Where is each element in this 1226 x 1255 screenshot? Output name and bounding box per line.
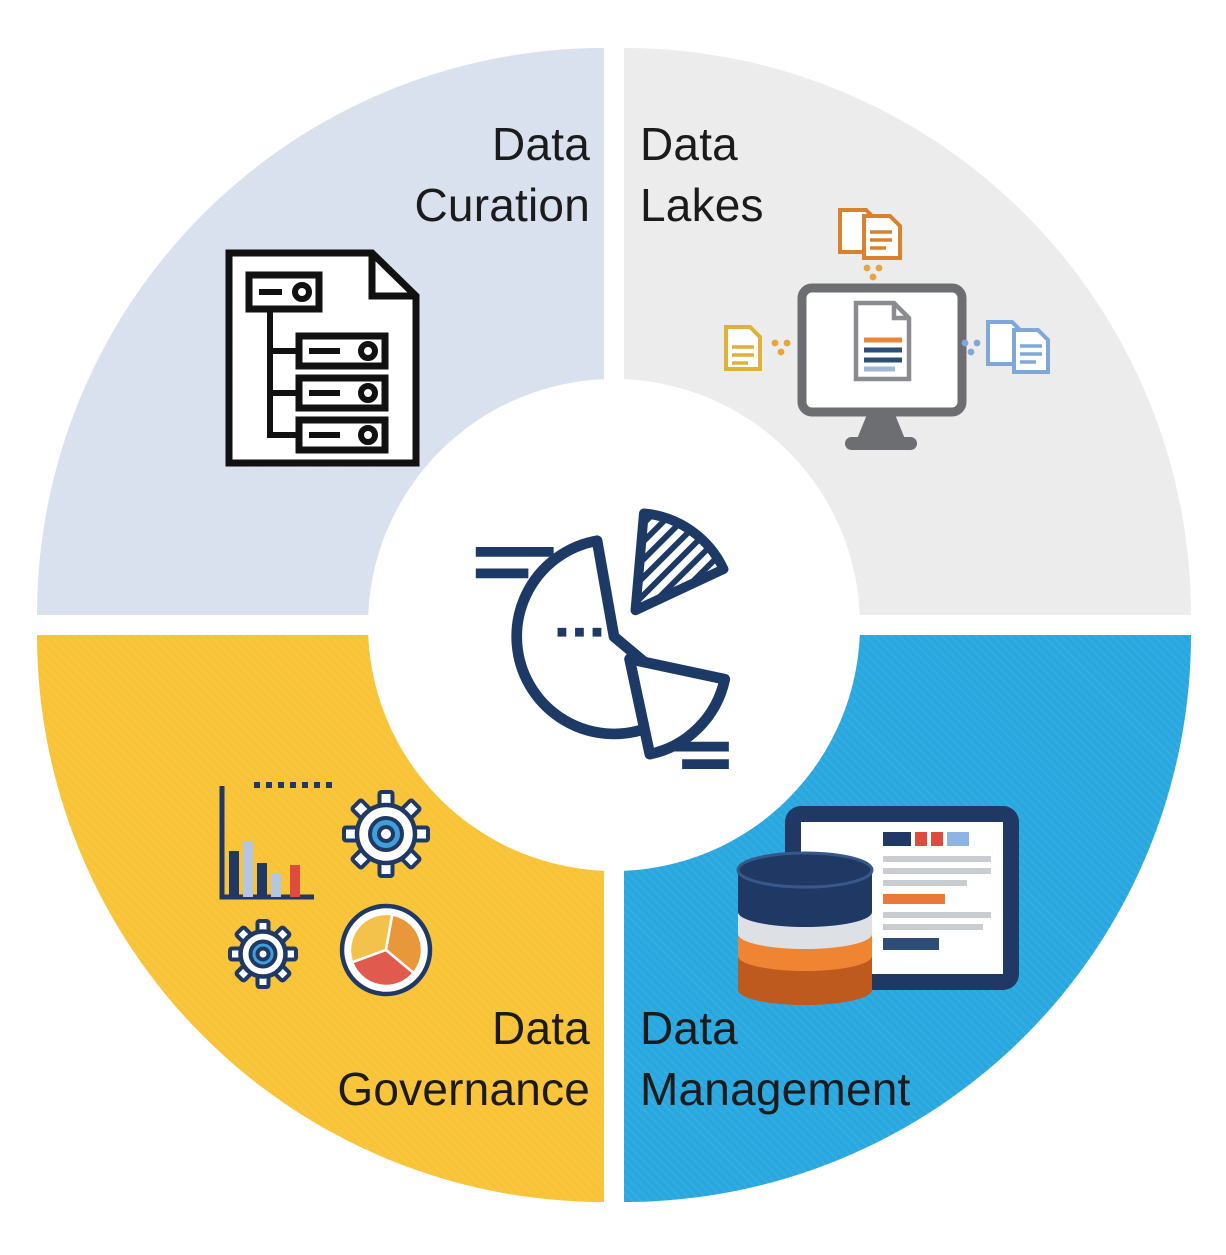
bar-chart-gears-pie-icon [208,772,458,1012]
pie-chart-icon [468,472,760,772]
data-lakes-label-line2: Lakes [640,179,764,231]
data-management-label-line1: Data [640,1002,738,1054]
chart-axes-icon [219,786,314,900]
data-management-label: Data Management [640,998,911,1120]
data-curation-label: Data Curation [415,114,590,236]
sync-dots-top-icon [863,264,883,281]
data-lakes-label: Data Lakes [640,114,764,236]
monitor-documents-sync-icon [718,200,1063,460]
data-governance-label-line1: Data [492,1002,590,1054]
sync-dots-left-icon [771,339,791,356]
data-governance-label: Data Governance [337,998,590,1120]
data-lakes-label-line1: Data [640,118,738,170]
sync-dots-right-icon [961,339,981,356]
data-governance-label-line2: Governance [337,1063,590,1115]
database-cylinder-icon [736,851,874,1005]
server-document-icon [222,248,437,468]
gear-small-icon [228,919,298,989]
data-management-label-line2: Management [640,1063,911,1115]
orange-documents-icon [838,208,902,260]
ellipsis-dots-icon [557,627,602,637]
data-curation-label-line2: Curation [414,179,590,231]
dotted-trend-line-icon [254,782,332,788]
data-curation-label-line1: Data [492,118,590,170]
database-tablet-icon [735,800,1025,1015]
gear-large-icon [342,790,430,878]
pie-chart-small-icon [339,903,433,997]
